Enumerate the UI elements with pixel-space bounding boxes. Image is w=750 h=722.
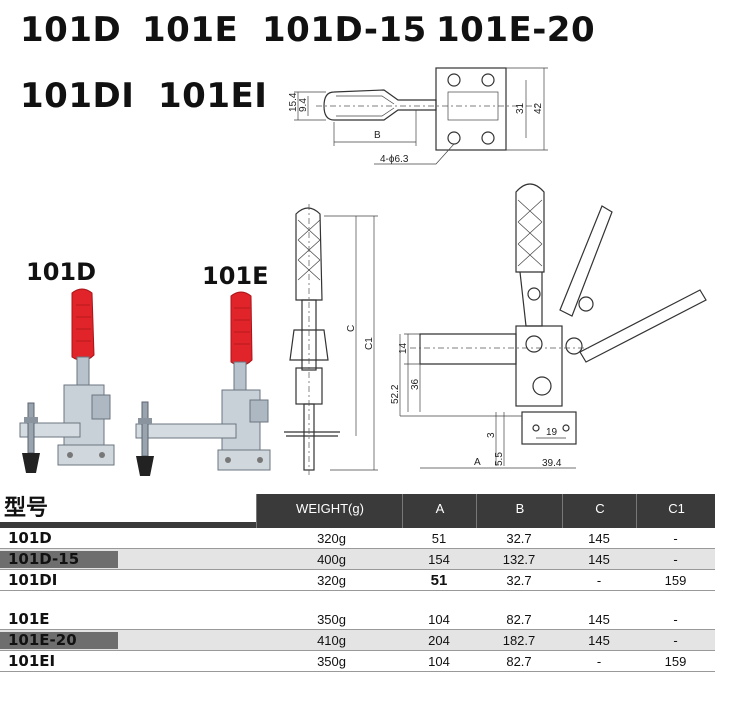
photo-label-101d: 101D bbox=[26, 258, 97, 286]
cell-weight: 320g bbox=[317, 573, 346, 588]
header-model: 型号 bbox=[0, 494, 256, 522]
dim-holes: 4-ϕ6.3 bbox=[380, 154, 409, 165]
cell-a: 154 bbox=[428, 552, 450, 567]
cell-weight: 320g bbox=[317, 531, 346, 546]
row-highlight bbox=[0, 632, 118, 649]
cell-c1: 159 bbox=[664, 654, 687, 669]
cell-a: 51 bbox=[430, 572, 448, 589]
model-title-5: 101DI bbox=[20, 76, 135, 116]
cell-c: - bbox=[596, 573, 602, 588]
cell-b: 32.7 bbox=[506, 531, 532, 546]
cell-a: 204 bbox=[428, 633, 450, 648]
model-title-3: 101D-15 bbox=[262, 10, 427, 50]
cell-model: 101EI bbox=[8, 652, 56, 670]
header-c: C bbox=[562, 494, 637, 528]
row-highlight bbox=[0, 551, 118, 568]
cell-model: 101D bbox=[8, 529, 52, 547]
table-row: 101E-20 410g 204 182.7 145 - bbox=[0, 630, 715, 651]
cell-weight: 350g bbox=[317, 612, 346, 627]
dim-14: 14 bbox=[398, 342, 409, 354]
product-photo-101e bbox=[135, 291, 271, 476]
model-title-2: 101E bbox=[142, 10, 239, 50]
cell-c: - bbox=[596, 654, 602, 669]
cell-c1: - bbox=[673, 531, 678, 546]
header-b: B bbox=[476, 494, 563, 528]
dim-52-2: 52.2 bbox=[390, 384, 401, 404]
header-weight: WEIGHT(g) bbox=[256, 494, 403, 528]
table-header: 型号 WEIGHT(g) A B C C1 bbox=[0, 494, 715, 528]
dim-b: B bbox=[374, 130, 381, 141]
model-title-4: 101E-20 bbox=[436, 10, 596, 50]
cell-model: 101E-20 bbox=[8, 631, 77, 649]
dim-19: 19 bbox=[546, 427, 558, 438]
table-row: 101EI 350g 104 82.7 - 159 bbox=[0, 651, 715, 672]
cell-c: 145 bbox=[588, 633, 610, 648]
dim-42: 42 bbox=[533, 102, 544, 114]
cell-c1: - bbox=[673, 633, 678, 648]
cell-weight: 400g bbox=[317, 552, 346, 567]
dim-9-4: 9.4 bbox=[298, 98, 309, 112]
dim-15-4: 15.4 bbox=[288, 92, 299, 112]
model-title-1: 101D bbox=[20, 10, 122, 50]
photo-label-101e: 101E bbox=[202, 262, 269, 290]
cell-b: 132.7 bbox=[502, 552, 536, 567]
cell-a: 51 bbox=[431, 531, 447, 546]
cell-c1: - bbox=[673, 612, 678, 627]
side-view-drawing: C C1 bbox=[284, 204, 378, 475]
cell-model: 101DI bbox=[8, 571, 58, 589]
product-photo-101d bbox=[19, 288, 115, 473]
table-row: 101DI 320g 51 32.7 - 159 bbox=[0, 570, 715, 591]
cell-weight: 410g bbox=[317, 633, 346, 648]
table-row: 101D 320g 51 32.7 145 - bbox=[0, 528, 715, 549]
cell-b: 82.7 bbox=[506, 654, 532, 669]
top-view-drawing: 15.4 9.4 B 31 42 4-ϕ6.3 bbox=[288, 67, 548, 165]
group-gap bbox=[0, 591, 715, 609]
cell-c: 145 bbox=[588, 552, 610, 567]
cell-c1: 159 bbox=[664, 573, 687, 588]
dim-c: C bbox=[346, 325, 357, 332]
front-view-drawing: 14 36 52.2 3 5.5 A 19 39.4 bbox=[390, 183, 707, 469]
cell-weight: 350g bbox=[317, 654, 346, 669]
cell-a: 104 bbox=[428, 612, 450, 627]
cell-b: 182.7 bbox=[502, 633, 536, 648]
dim-5-5: 5.5 bbox=[494, 452, 505, 466]
spec-table: 型号 WEIGHT(g) A B C C1 101D 320g 51 32.7 … bbox=[0, 494, 715, 672]
dim-a: A bbox=[474, 457, 481, 468]
dim-36: 36 bbox=[410, 378, 421, 390]
cell-b: 32.7 bbox=[506, 573, 532, 588]
cell-model: 101D-15 bbox=[8, 550, 80, 568]
dim-c1: C1 bbox=[364, 337, 375, 350]
cell-c: 145 bbox=[588, 612, 610, 627]
dim-39-4: 39.4 bbox=[542, 458, 562, 469]
header-c1: C1 bbox=[636, 494, 716, 528]
cell-c1: - bbox=[673, 552, 678, 567]
model-title-6: 101EI bbox=[158, 76, 268, 116]
cell-b: 82.7 bbox=[506, 612, 532, 627]
dim-3: 3 bbox=[486, 432, 497, 438]
table-row: 101E 350g 104 82.7 145 - bbox=[0, 609, 715, 630]
cell-a: 104 bbox=[428, 654, 450, 669]
cell-model: 101E bbox=[8, 610, 50, 628]
cell-c: 145 bbox=[588, 531, 610, 546]
header-a: A bbox=[402, 494, 477, 528]
dim-31: 31 bbox=[515, 102, 526, 114]
table-row: 101D-15 400g 154 132.7 145 - bbox=[0, 549, 715, 570]
